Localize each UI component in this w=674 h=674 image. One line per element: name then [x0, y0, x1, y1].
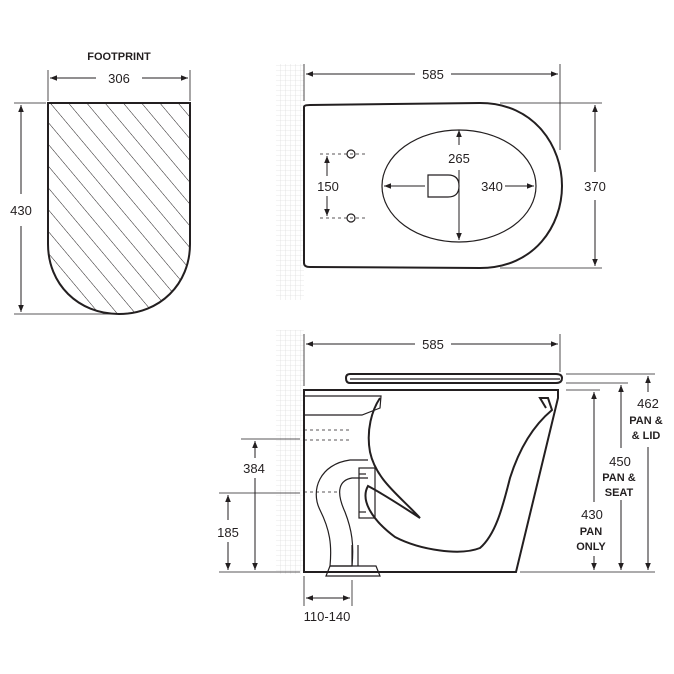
side-height-pan-only-line1: PAN [580, 526, 602, 538]
plan-width-label: 370 [584, 179, 606, 194]
side-height-pan-seat-line1: PAN & [602, 472, 635, 484]
side-height-pan-lid-line2: & LID [632, 430, 661, 442]
plan-bowl-length-label: 340 [481, 179, 503, 194]
footprint-title: FOOTPRINT [87, 51, 151, 63]
footprint-width-label: 306 [108, 71, 130, 86]
side-length-label: 585 [422, 337, 444, 352]
side-trapway [315, 459, 368, 567]
plan-length-label: 585 [422, 67, 444, 82]
plan-outlet [427, 174, 460, 198]
side-height-pan-only-line2: ONLY [576, 541, 606, 553]
plan-fixing-spacing-label: 150 [317, 179, 339, 194]
plan-bowl-width-label: 265 [448, 151, 470, 166]
side-outlet-height-label: 185 [217, 525, 239, 540]
side-inlet-connector [358, 467, 376, 519]
side-height-pan-seat-line2: SEAT [605, 487, 634, 499]
plan-pan-outline [303, 101, 564, 270]
plan-wall [276, 64, 304, 300]
side-height-pan-lid-line1: PAN & [629, 415, 662, 427]
side-view: 585 384 185 110-140 [217, 330, 663, 624]
side-inlet-height-label: 384 [243, 461, 265, 476]
side-bowl-interior [364, 397, 554, 553]
side-wall [276, 330, 304, 574]
side-outlet-pipe [325, 545, 381, 577]
footprint-shape [47, 102, 191, 316]
plan-view: 585 370 265 340 150 [276, 64, 606, 300]
side-height-pan-only-value: 430 [581, 507, 603, 522]
side-height-pan-seat-value: 450 [609, 454, 631, 469]
side-height-pan-lid-value: 462 [637, 396, 659, 411]
side-lid [344, 373, 564, 384]
footprint-view: FOOTPRINT 306 430 [10, 51, 191, 316]
side-pan-body [303, 389, 559, 573]
side-hinge [304, 395, 382, 416]
side-outlet-setout-label: 110-140 [304, 609, 351, 624]
footprint-depth-label: 430 [10, 203, 32, 218]
